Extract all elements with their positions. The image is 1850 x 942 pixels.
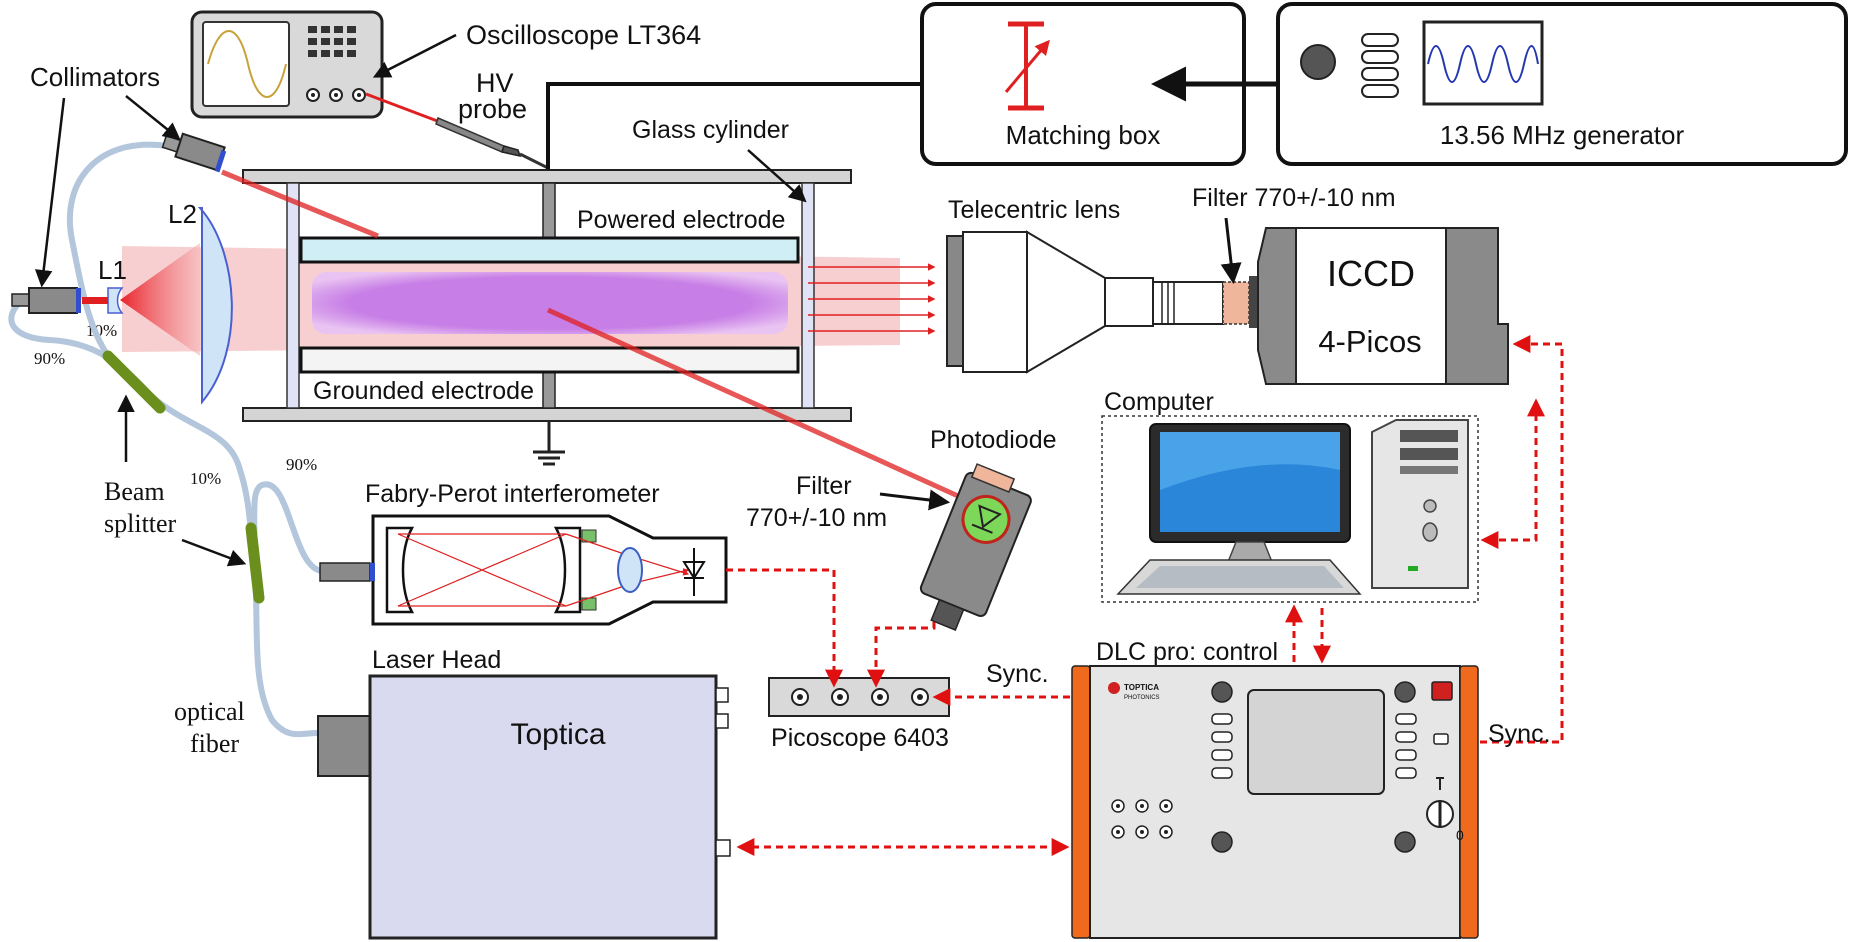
oscilloscope-pointer: [372, 33, 457, 78]
expanding-beam: [120, 243, 200, 356]
computer-monitor: [1149, 423, 1351, 563]
filter-pd-pointer: [879, 489, 951, 511]
split-90-mid-label: 90%: [286, 455, 317, 474]
computer-frame: [1101, 415, 1479, 603]
telecentric-lens-label: Telecentric lens: [948, 196, 1120, 224]
picoscope-label: Picoscope 6403: [771, 724, 949, 752]
collimator-pointer-top: [125, 95, 181, 141]
split-10-mid-label: 10%: [190, 469, 221, 488]
emission-arrows: [808, 263, 936, 335]
dlc-pro-controller: [1071, 665, 1479, 939]
oscilloscope-label: Oscilloscope LT364: [466, 20, 701, 50]
dlc-logo-text-2: PHOTONICS: [1124, 695, 1160, 701]
beam-splitter-2: [245, 522, 265, 604]
generator-label: 13.56 MHz generator: [1440, 120, 1685, 150]
filter-pd-label-1: Filter: [796, 472, 852, 500]
powered-electrode-label: Powered electrode: [577, 206, 785, 234]
laser-toptica-label: Toptica: [510, 718, 605, 751]
laser-head: [317, 674, 731, 940]
dlc-pro-label: DLC pro: control: [1096, 638, 1278, 666]
lens-l1-label: L1: [98, 255, 127, 285]
beam-splitter-label-1: Beam: [104, 477, 165, 506]
photodiode: [919, 463, 1032, 631]
signal-lines: [726, 335, 1564, 856]
beam-splitter-1: [102, 350, 166, 414]
collimator-top: [161, 132, 227, 173]
hv-probe-label-2: probe: [458, 94, 527, 124]
picoscope: [768, 677, 950, 717]
photodiode-to-picoscope: [867, 622, 936, 688]
iccd-model-label: 4-Picos: [1318, 324, 1421, 359]
hv-probe: [365, 92, 549, 170]
lens-l1: [107, 287, 124, 314]
computer-keyboard: [1116, 559, 1362, 595]
iccd-label: ICCD: [1327, 253, 1415, 294]
filter-top-pointer: [1220, 217, 1242, 285]
collimator-left: [11, 287, 108, 314]
lens-l2-label: L2: [168, 199, 197, 229]
split-90-left-label: 90%: [34, 349, 65, 368]
filter-top-label: Filter 770+/-10 nm: [1192, 184, 1396, 212]
telecentric-lens: [946, 230, 1259, 374]
iccd-to-computer: [1480, 398, 1545, 549]
beam-splitter-pointer-2: [181, 538, 247, 567]
optical-fiber-label-2: fiber: [190, 729, 239, 758]
dlc-knob-label: 0: [1456, 827, 1464, 843]
oscilloscope: [190, 10, 384, 119]
fabry-perot-label: Fabry-Perot interferometer: [365, 480, 660, 508]
computer-tower: [1371, 419, 1469, 589]
laser-head-label: Laser Head: [372, 646, 501, 674]
collimator-beam: [221, 169, 379, 239]
hv-probe-label-1: HV: [476, 68, 514, 98]
sync-left-label: Sync.: [986, 660, 1049, 688]
fp-to-picoscope: [726, 568, 843, 688]
glass-cylinder-label: Glass cylinder: [632, 116, 789, 144]
fabry-perot-interferometer: [319, 514, 728, 626]
optical-fibers: [8, 141, 325, 738]
sync-right-label: Sync.: [1488, 720, 1551, 748]
rf-generator: [1276, 2, 1848, 166]
rf-feed-line: [546, 82, 920, 170]
filter-pd-label-2: 770+/-10 nm: [746, 504, 887, 532]
matching-box-label: Matching box: [1006, 120, 1161, 150]
plasma-chamber: [122, 169, 900, 466]
glass-cylinder-pointer: [747, 149, 807, 203]
optical-fiber-label-1: optical: [174, 697, 245, 726]
photodiode-beam: [546, 307, 960, 499]
sync-to-iccd: [1480, 335, 1564, 744]
lens-l2: [197, 207, 233, 405]
computer-label: Computer: [1104, 388, 1214, 416]
iccd-camera: [1257, 227, 1509, 385]
collimators-label: Collimators: [30, 62, 160, 92]
dlc-logo-text-1: TOPTICA: [1124, 683, 1159, 692]
photodiode-label: Photodiode: [930, 426, 1057, 454]
collimator-pointer-left: [34, 97, 66, 288]
grounded-electrode-label: Grounded electrode: [313, 377, 534, 405]
beam-splitter-label-2: splitter: [104, 509, 177, 538]
